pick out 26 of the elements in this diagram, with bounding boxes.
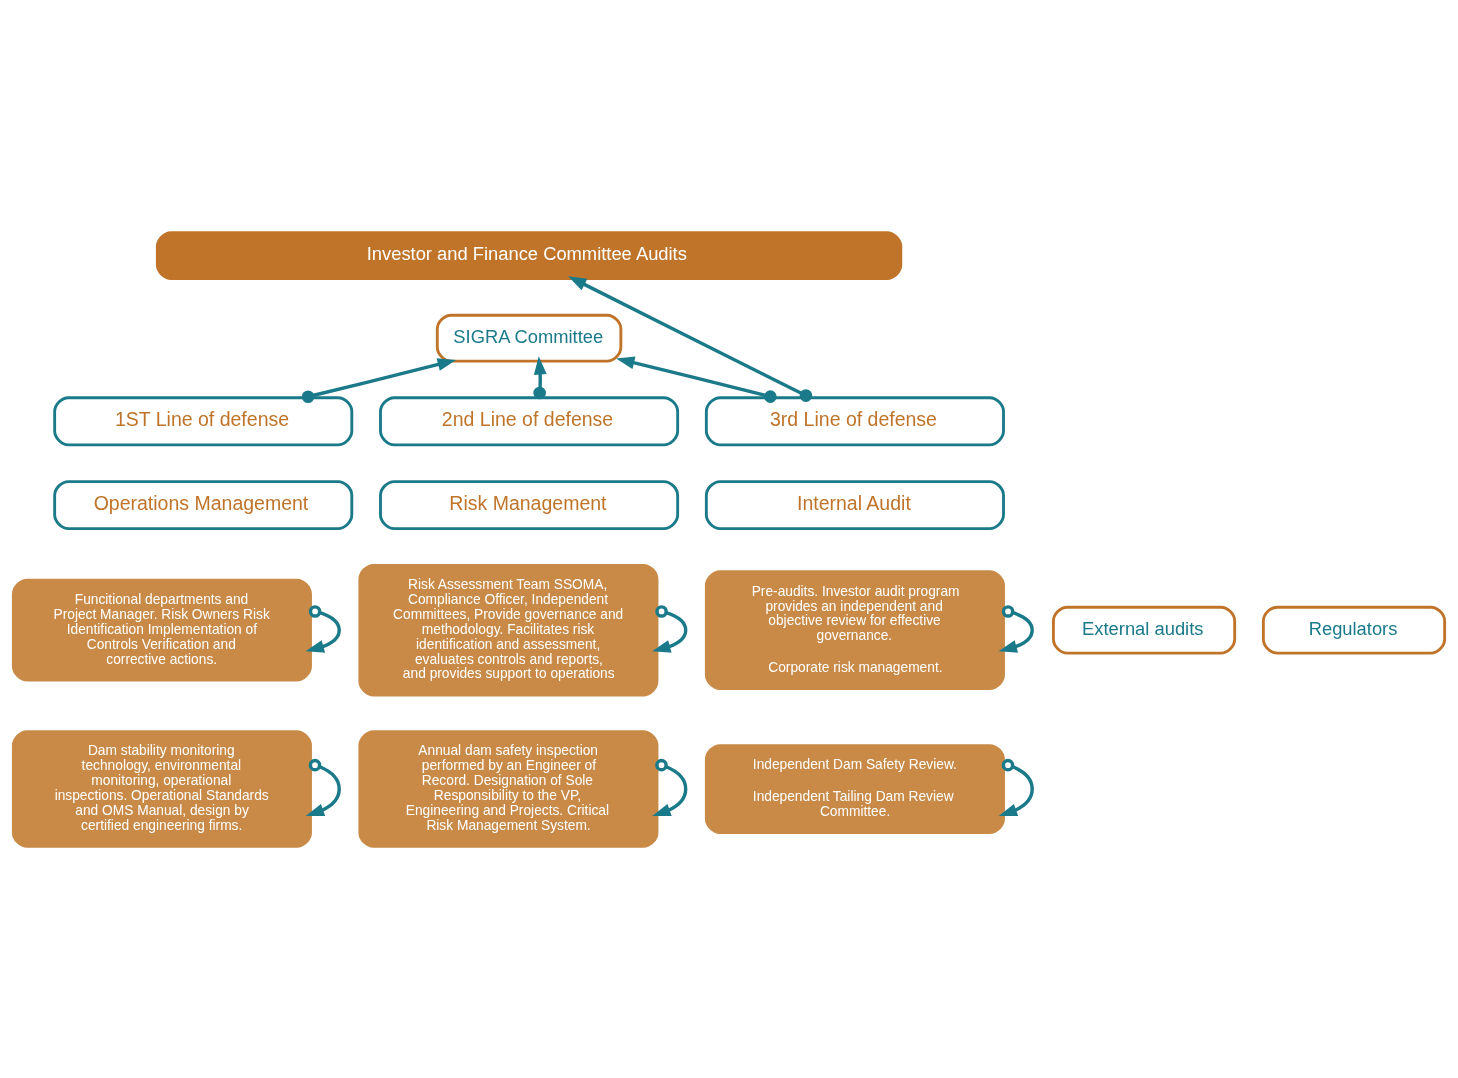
node-box: 2nd Line of defense <box>379 395 680 446</box>
node-box: Internal Audit <box>704 479 1005 530</box>
node-box: 1ST Line of defense <box>53 395 354 446</box>
node-box: Pre-audits. Investor audit program provides an independent and objective review for effective governance. Corporate risk management. <box>704 569 1005 690</box>
node-box: SIGRA Committee <box>435 313 623 363</box>
arrow <box>301 357 456 403</box>
arrow <box>305 604 341 653</box>
node-box: Dam stability monitoring technology, environmental monitoring, operational inspections. Operational Standards and OMS Manual, design by certified engineering firms. <box>11 729 312 848</box>
arrow <box>533 355 547 399</box>
arrow <box>998 758 1034 816</box>
node-box: Annual dam safety inspection performed by an Engineer of Record. Designation of Sole Responsibility to the VP, Engineering and Projects. Critical Risk Management System. <box>358 729 659 848</box>
arrow <box>305 758 341 816</box>
arrow <box>652 604 688 653</box>
arrow <box>652 758 688 816</box>
node-box: Funcitional departments and Project Manager. Risk Owners Risk Identification Implementation of Controls Verification and corrective actions. <box>11 578 312 681</box>
node-box: Risk Assessment Team SSOMA, Compliance Officer, Independent Committees, Provide governance and methodology. Facilitates risk identification and assessment, evaluates controls and reports, and provides support to operations <box>358 563 659 696</box>
arrow <box>998 604 1034 653</box>
arrow <box>568 275 813 402</box>
node-box: Investor and Finance Committee Audits <box>155 230 903 280</box>
node-box: Risk Management <box>379 479 680 530</box>
node-box: Independent Dam Safety Review. Independent Tailing Dam Review Committee. <box>704 743 1005 834</box>
node-box: Regulators <box>1261 605 1447 655</box>
node-box: Operations Management <box>53 479 354 530</box>
node-box: External audits <box>1051 605 1237 655</box>
arrow <box>616 356 777 403</box>
node-box: 3rd Line of defense <box>704 395 1005 446</box>
